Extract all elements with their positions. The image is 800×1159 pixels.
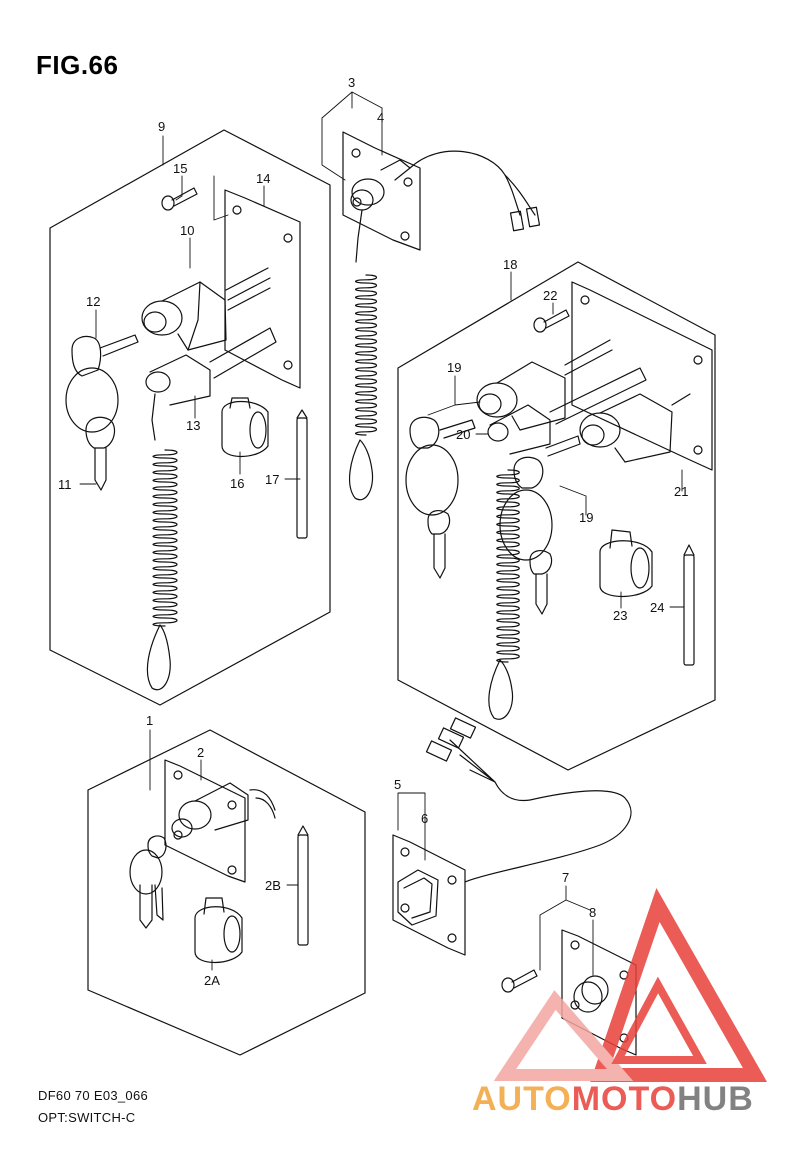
part-20-lanyard-switch [487,367,647,455]
part-17-cable-tie [296,409,308,539]
callout-16: 16 [230,476,244,491]
part-23-cap [599,529,653,597]
callout-6: 6 [421,811,428,826]
callout-17: 17 [265,472,279,487]
callout-13: 13 [186,418,200,433]
part-1-keys [129,835,167,929]
part-24-cable-tie [683,544,695,666]
callout-2: 2 [197,745,204,760]
watermark-triangle-left [493,990,634,1081]
watermark-triangle-outer [590,888,768,1082]
callout-22: 22 [543,288,557,303]
callout-20: 20 [456,427,470,442]
callout-21: 21 [674,484,688,499]
part-16-cap [221,397,269,457]
callout-2b: 2B [265,878,281,893]
part-20-lanyard-coil [496,469,520,663]
part-22-screw [533,309,570,333]
part-21-key-switch-lower [579,393,691,463]
footer-subtitle: OPT:SWITCH-C [38,1110,136,1125]
part-20-clip [488,659,514,720]
part-9-lanyard-coil [152,449,178,627]
callout-labels: 1 2 2A 2B 3 4 5 6 7 8 9 10 11 12 13 14 1… [58,75,688,988]
callout-7: 7 [562,870,569,885]
part-4-switch-plate [342,131,541,251]
watermark-logo: AUTOMOTOHUB [472,888,768,1118]
callout-3: 3 [348,75,355,90]
part-13-lanyard-switch [145,327,277,441]
callout-18: 18 [503,257,517,272]
part-14-mounting-plate [224,189,301,389]
kit-1-frame [87,729,366,1056]
part-9-clip [146,624,171,691]
callout-4: 4 [377,110,384,125]
part-10-key-switch [141,267,271,351]
part-19-key-switch-upper [476,339,613,431]
part-8-dial-switch [561,929,637,1056]
callout-19-lower: 19 [579,510,593,525]
callout-15: 15 [173,161,187,176]
callout-24: 24 [650,600,664,615]
part-12-key [65,334,139,433]
part-7-screw [501,969,538,993]
part-2a-cap [194,897,243,963]
callout-2a: 2A [204,973,220,988]
footer-model-code: DF60 70 E03_066 [38,1088,149,1103]
part-15-screw [161,187,198,211]
part-19-key-a [405,416,476,579]
part-2-ignition-switch [164,759,276,883]
callout-10: 10 [180,223,194,238]
callout-5: 5 [394,777,401,792]
part-2b-cable-tie [297,825,309,946]
figure-title: FIG.66 [36,50,119,80]
callout-8: 8 [589,905,596,920]
callout-19-upper: 19 [447,360,461,375]
watermark-triangle-inner [611,976,707,1064]
callout-11: 11 [58,477,72,492]
part-11-key [85,416,116,491]
part-19-key-b [499,435,581,615]
callout-23: 23 [613,608,627,623]
callout-9: 9 [158,119,165,134]
kit-9-frame [49,129,331,706]
watermark-text: AUTOMOTOHUB [472,1080,754,1118]
part-3-lanyard-coil [349,209,378,501]
part-6-toggle-switch [392,717,632,956]
callout-1: 1 [146,713,153,728]
part-18-panel [571,281,713,471]
kit-18-frame [397,261,716,771]
callout-14: 14 [256,171,270,186]
callout-12: 12 [86,294,100,309]
leader-lines [79,91,685,976]
